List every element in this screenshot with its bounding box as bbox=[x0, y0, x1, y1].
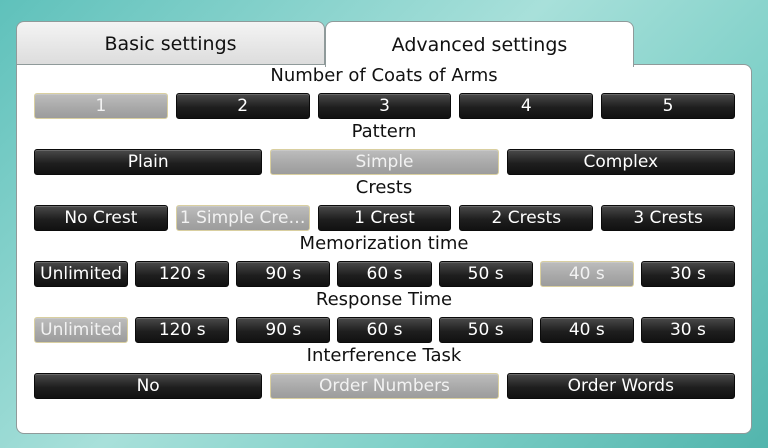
memorization-label: Memorization time bbox=[299, 233, 469, 254]
coats-option-4[interactable]: 4 bbox=[459, 93, 594, 119]
memorization-option-50[interactable]: 50 s bbox=[438, 261, 533, 287]
response-option-60[interactable]: 60 s bbox=[337, 317, 432, 343]
memorization-option-30[interactable]: 30 s bbox=[640, 261, 735, 287]
memorization-option-40[interactable]: 40 s bbox=[539, 261, 634, 287]
memorization-option-unlimited[interactable]: Unlimited bbox=[34, 261, 129, 287]
interference-option-order-numbers[interactable]: Order Numbers bbox=[270, 373, 499, 399]
response-option-unlimited[interactable]: Unlimited bbox=[34, 317, 129, 343]
pattern-option-complex[interactable]: Complex bbox=[506, 149, 735, 175]
settings-panel bbox=[16, 64, 752, 434]
response-option-120[interactable]: 120 s bbox=[135, 317, 230, 343]
response-option-50[interactable]: 50 s bbox=[438, 317, 533, 343]
tab-basic-settings[interactable]: Basic settings bbox=[16, 21, 325, 65]
crests-option-2[interactable]: 2 Crests bbox=[459, 205, 594, 231]
pattern-options: Plain Simple Complex bbox=[34, 149, 735, 175]
crests-option-1[interactable]: 1 Crest bbox=[317, 205, 452, 231]
interference-option-order-words[interactable]: Order Words bbox=[506, 373, 735, 399]
tab-advanced-settings[interactable]: Advanced settings bbox=[325, 21, 634, 67]
tab-basic-settings-label: Basic settings bbox=[104, 32, 237, 55]
crests-option-none[interactable]: No Crest bbox=[34, 205, 168, 231]
crests-option-3[interactable]: 3 Crests bbox=[601, 205, 735, 231]
crests-option-1-simple[interactable]: 1 Simple Cre… bbox=[175, 205, 310, 231]
pattern-option-simple[interactable]: Simple bbox=[270, 149, 499, 175]
response-option-30[interactable]: 30 s bbox=[640, 317, 735, 343]
memorization-option-60[interactable]: 60 s bbox=[337, 261, 432, 287]
coats-option-1[interactable]: 1 bbox=[34, 93, 168, 119]
response-option-90[interactable]: 90 s bbox=[236, 317, 331, 343]
memorization-option-120[interactable]: 120 s bbox=[135, 261, 230, 287]
memorization-options: Unlimited 120 s 90 s 60 s 50 s 40 s 30 s bbox=[34, 261, 735, 287]
interference-option-no[interactable]: No bbox=[34, 373, 263, 399]
interference-options: No Order Numbers Order Words bbox=[34, 373, 735, 399]
pattern-option-plain[interactable]: Plain bbox=[34, 149, 263, 175]
crests-options: No Crest 1 Simple Cre… 1 Crest 2 Crests … bbox=[34, 205, 735, 231]
tab-advanced-settings-label: Advanced settings bbox=[391, 33, 568, 56]
interference-label: Interference Task bbox=[306, 345, 462, 366]
coats-option-3[interactable]: 3 bbox=[317, 93, 452, 119]
response-label: Response Time bbox=[315, 289, 453, 310]
memorization-option-90[interactable]: 90 s bbox=[236, 261, 331, 287]
coats-label: Number of Coats of Arms bbox=[270, 65, 498, 86]
crests-label: Crests bbox=[355, 177, 413, 198]
coats-options: 1 2 3 4 5 bbox=[34, 93, 735, 119]
coats-option-5[interactable]: 5 bbox=[601, 93, 735, 119]
response-options: Unlimited 120 s 90 s 60 s 50 s 40 s 30 s bbox=[34, 317, 735, 343]
coats-option-2[interactable]: 2 bbox=[175, 93, 310, 119]
response-option-40[interactable]: 40 s bbox=[539, 317, 634, 343]
pattern-label: Pattern bbox=[351, 121, 417, 142]
